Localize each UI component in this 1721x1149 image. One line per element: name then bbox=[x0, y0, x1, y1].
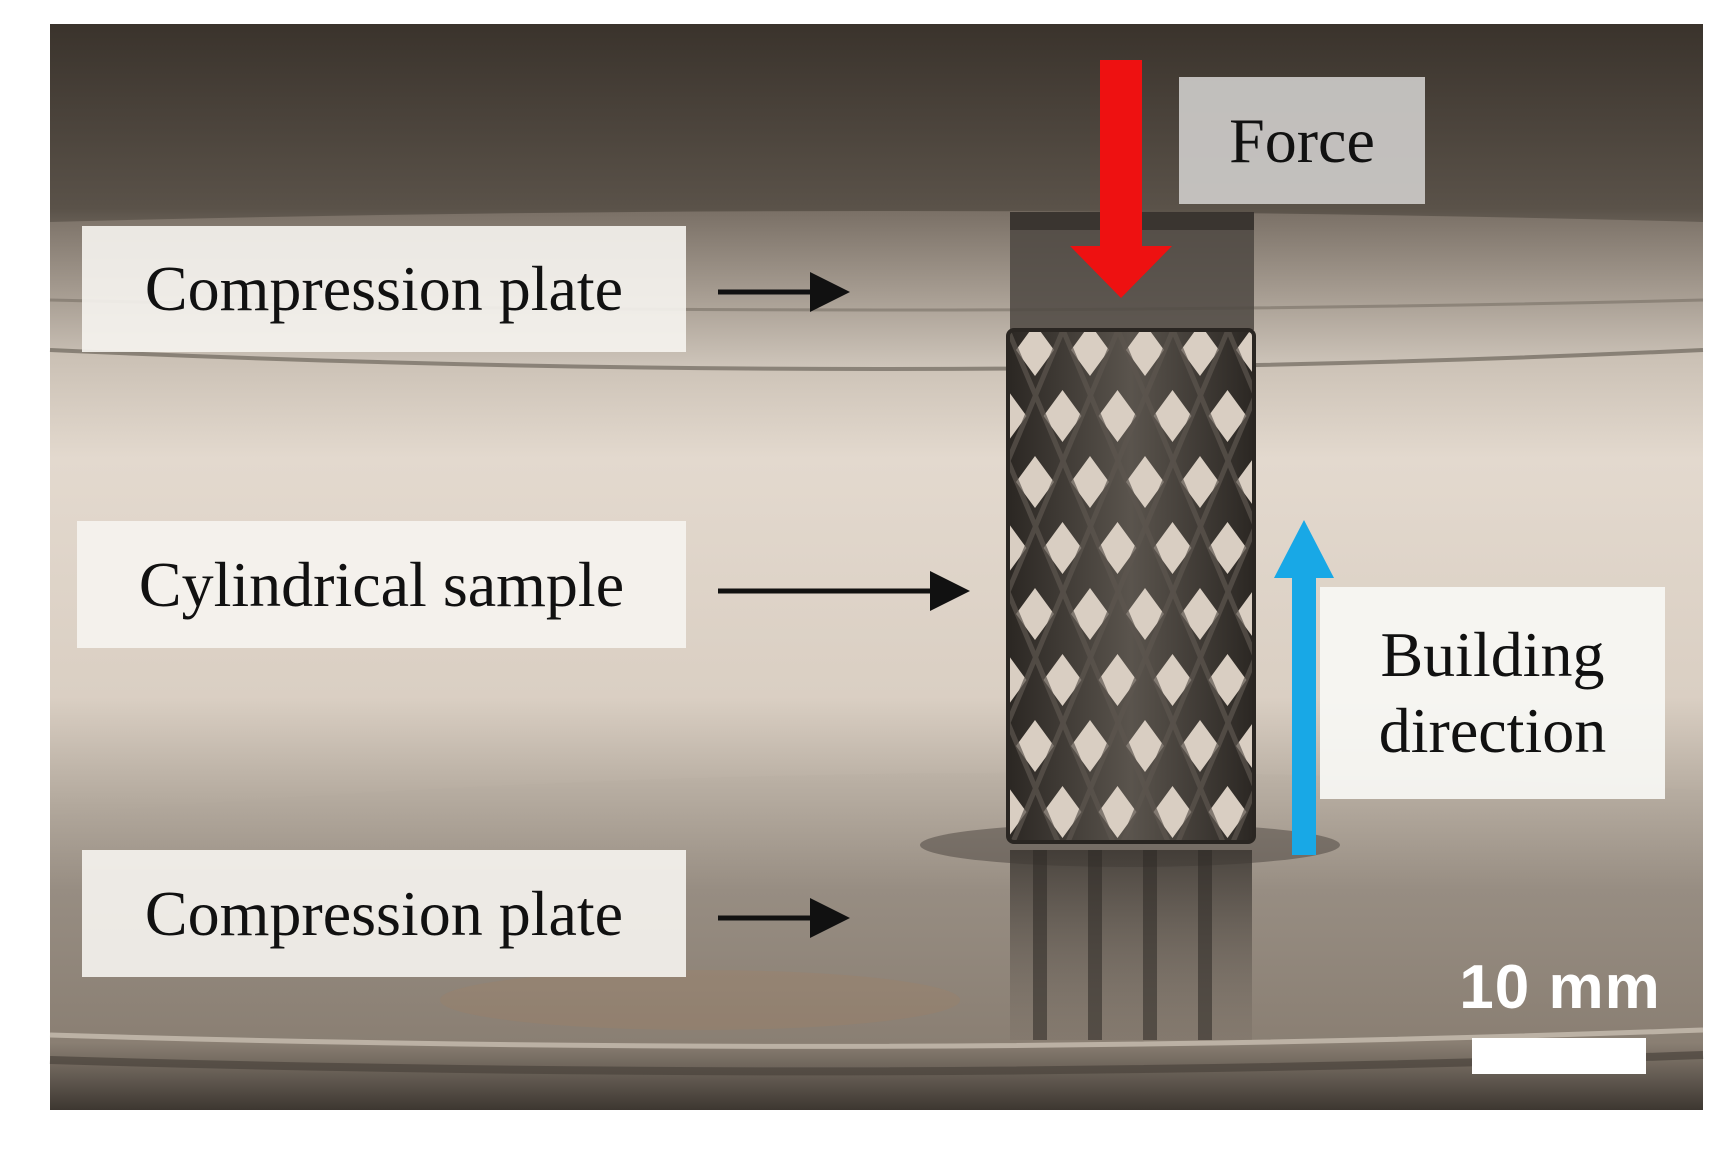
lattice-cell bbox=[1126, 456, 1164, 508]
label-cylindrical-sample-text: Cylindrical sample bbox=[138, 548, 625, 620]
label-force: Force bbox=[1179, 77, 1425, 204]
label-arrows bbox=[718, 272, 970, 938]
label-compression-plate-bottom-text: Compression plate bbox=[144, 877, 624, 949]
lattice-strut bbox=[1008, 330, 1176, 842]
label-compression-plate-top: Compression plate bbox=[82, 226, 686, 352]
lattice-cell bbox=[1208, 522, 1247, 574]
lattice-cell bbox=[1181, 588, 1219, 640]
lattice-strut bbox=[1008, 330, 1226, 842]
lattice-strut bbox=[1008, 330, 1116, 842]
lattice-cell bbox=[1043, 522, 1082, 574]
lattice-cell bbox=[1008, 654, 1027, 706]
label-building-direction-line2: direction bbox=[1378, 695, 1607, 766]
scale-bar-label: 10 mm bbox=[1459, 953, 1661, 1022]
lattice-cell bbox=[1043, 390, 1082, 442]
label-building-direction: Building direction bbox=[1320, 587, 1665, 799]
lattice-cell bbox=[1008, 390, 1027, 442]
lattice-cell bbox=[1071, 588, 1109, 640]
lattice-cell bbox=[1008, 522, 1027, 574]
sample-reflection bbox=[1010, 850, 1252, 1040]
lattice-strut bbox=[1175, 330, 1254, 842]
lattice-cell bbox=[1181, 456, 1219, 508]
lattice-strut bbox=[1170, 330, 1254, 842]
lattice-strut bbox=[1008, 330, 1061, 842]
lattice-strut bbox=[1120, 330, 1254, 842]
label-compression-plate-top-text: Compression plate bbox=[144, 253, 624, 324]
lattice-cell bbox=[1098, 522, 1137, 574]
lattice-cell bbox=[1236, 330, 1254, 376]
label-building-direction-line1: Building bbox=[1380, 619, 1605, 691]
lattice-cell bbox=[1071, 456, 1109, 508]
lattice-cell bbox=[1126, 330, 1164, 376]
lattice-cell bbox=[1008, 786, 1027, 838]
lattice-strut bbox=[1065, 330, 1254, 842]
lattice-cell bbox=[1126, 588, 1164, 640]
lattice-cell bbox=[1153, 390, 1192, 442]
lattice-strut bbox=[1060, 330, 1254, 842]
label-compression-plate-bottom: Compression plate bbox=[82, 850, 686, 977]
label-cylindrical-sample: Cylindrical sample bbox=[77, 521, 686, 648]
scale-bar bbox=[1472, 1038, 1646, 1074]
lattice-cell bbox=[1098, 390, 1137, 442]
label-force-text: Force bbox=[1229, 104, 1375, 176]
lattice-cell bbox=[1016, 456, 1054, 508]
lattice-cell bbox=[1016, 330, 1054, 376]
lattice-cell bbox=[1153, 522, 1192, 574]
lattice-cell bbox=[1071, 330, 1109, 376]
lattice-cell bbox=[1236, 456, 1254, 508]
lattice-strut bbox=[1008, 330, 1171, 842]
lattice-cell bbox=[1181, 330, 1219, 376]
lattice-strut bbox=[1010, 330, 1231, 842]
building-direction-arrow bbox=[1274, 520, 1334, 855]
force-arrow bbox=[1070, 60, 1172, 298]
lattice-cell bbox=[1236, 588, 1254, 640]
lattice-strut bbox=[1008, 330, 1121, 842]
lattice-cell bbox=[1016, 588, 1054, 640]
cylindrical-lattice-sample bbox=[1006, 328, 1256, 844]
lattice-strut bbox=[1115, 330, 1254, 842]
lattice-cell bbox=[1208, 390, 1247, 442]
lattice-strut bbox=[1008, 330, 1066, 842]
